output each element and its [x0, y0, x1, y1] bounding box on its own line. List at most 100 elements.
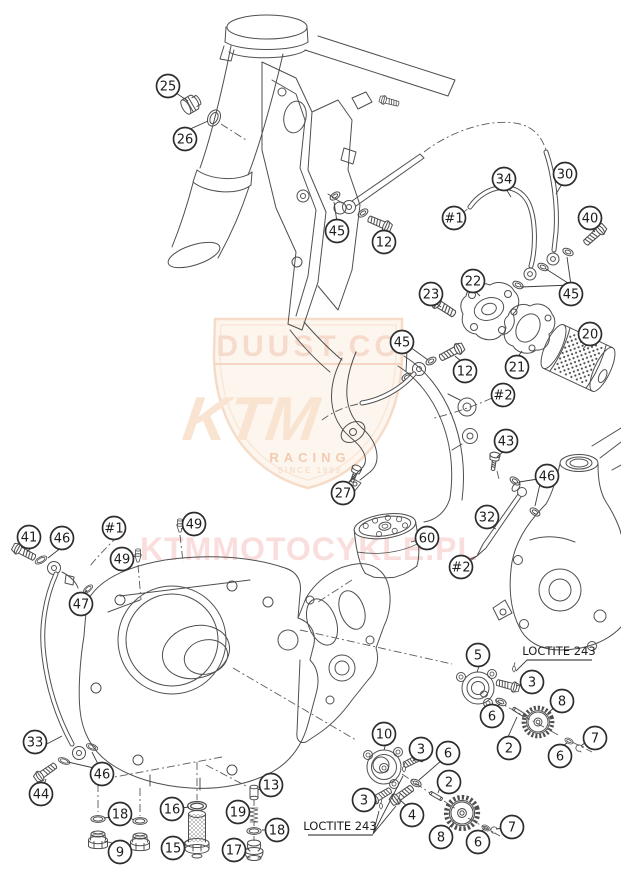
svg-text:22: 22	[465, 275, 482, 290]
svg-text:27: 27	[335, 487, 352, 502]
callout-6: 6	[465, 829, 491, 855]
svg-text:3: 3	[360, 794, 368, 809]
callout-27: 27	[330, 480, 356, 506]
callout-33: 33	[22, 729, 48, 755]
svg-text:13: 13	[263, 779, 280, 794]
svg-text:46: 46	[539, 470, 556, 485]
drain-plug-9b	[130, 832, 150, 852]
svg-text:12: 12	[457, 365, 474, 380]
oil-filter-60	[353, 513, 420, 579]
callout-17: 17	[221, 837, 247, 863]
svg-text:49: 49	[186, 518, 203, 533]
svg-text:33: 33	[27, 736, 44, 751]
engine-cases	[78, 556, 391, 791]
callout-8: 8	[428, 824, 454, 850]
svg-text:6: 6	[474, 836, 482, 851]
callout-18: 18	[107, 801, 133, 827]
callout-16: 16	[159, 796, 185, 822]
callout-no1: #1	[101, 515, 127, 541]
watermark-racing-text: RACING	[269, 450, 350, 465]
breather-jets-49	[134, 518, 184, 601]
callout-49: 49	[181, 511, 207, 537]
svg-text:15: 15	[165, 842, 182, 857]
pedal-assembly	[331, 351, 478, 523]
svg-text:16: 16	[164, 803, 181, 818]
svg-text:46: 46	[54, 532, 71, 547]
svg-text:34: 34	[496, 173, 513, 188]
clutch-cover	[492, 427, 621, 651]
callout-8: 8	[549, 688, 575, 714]
callout-32: 32	[474, 504, 500, 530]
callout-12: 12	[371, 229, 397, 255]
callout-no2: #2	[490, 382, 516, 408]
callout-6: 6	[547, 743, 573, 769]
callout-44: 44	[28, 781, 54, 807]
callout-3: 3	[408, 736, 434, 762]
svg-text:25: 25	[160, 80, 177, 95]
svg-text:45: 45	[394, 336, 411, 351]
svg-text:20: 20	[582, 328, 599, 343]
svg-text:32: 32	[479, 511, 496, 526]
svg-text:19: 19	[230, 806, 247, 821]
callout-no2: #2	[448, 554, 474, 580]
callout-19: 19	[225, 799, 251, 825]
svg-text:9: 9	[116, 846, 124, 861]
svg-text:43: 43	[498, 435, 515, 450]
callout-49: 49	[109, 546, 135, 572]
svg-text:41: 41	[21, 531, 38, 546]
svg-text:12: 12	[376, 236, 393, 251]
svg-text:23: 23	[423, 288, 440, 303]
callout-30: 30	[552, 161, 578, 187]
svg-text:5: 5	[474, 649, 482, 664]
svg-text:30: 30	[557, 168, 574, 183]
pin-13	[249, 784, 259, 801]
svg-text:7: 7	[508, 821, 516, 836]
callout-7: 7	[582, 725, 608, 751]
callout-22: 22	[460, 268, 486, 294]
svg-text:49: 49	[114, 553, 131, 568]
oil-pump-5	[299, 629, 593, 753]
svg-text:45: 45	[563, 288, 580, 303]
svg-text:46: 46	[94, 768, 111, 783]
svg-text:6: 6	[488, 710, 496, 725]
oil-strainer-15	[184, 810, 210, 859]
callout-7: 7	[499, 814, 525, 840]
svg-text:47: 47	[73, 598, 90, 613]
callout-41: 41	[16, 524, 42, 550]
watermark-layer: DUUST.CO KTM RACING SINCE 1999 KTMMOTOCY…	[140, 317, 477, 567]
ktm-shield-watermark	[212, 317, 404, 490]
callout-25: 25	[155, 73, 181, 99]
callout-45: 45	[389, 329, 415, 355]
watermark-since-text: SINCE 1999	[278, 466, 342, 475]
filter-cover-22	[460, 282, 520, 341]
svg-text:18: 18	[269, 824, 286, 839]
loctite-label-bottom: LOCTITE 243	[303, 819, 376, 833]
svg-text:21: 21	[509, 361, 526, 376]
callout-12: 12	[452, 358, 478, 384]
callout-40: 40	[577, 205, 603, 231]
callout-45: 45	[324, 218, 350, 244]
svg-text:#1: #1	[444, 212, 463, 227]
callout-45: 45	[558, 281, 584, 307]
loctite-label-top: LOCTITE 243	[522, 644, 595, 658]
callout-2: 2	[436, 769, 462, 795]
callout-46: 46	[89, 761, 115, 787]
screw-43-washers-46	[487, 451, 542, 519]
callout-6: 6	[435, 740, 461, 766]
callout-4: 4	[399, 802, 425, 828]
callout-6: 6	[479, 703, 505, 729]
callout-3: 3	[519, 669, 545, 695]
drain-plug-9a	[88, 830, 108, 850]
text-label-layer: LOCTITE 243 LOCTITE 243	[303, 644, 596, 836]
callout-2: 2	[496, 735, 522, 761]
callout-46: 46	[534, 463, 560, 489]
svg-text:18: 18	[112, 808, 129, 823]
o-ring-18a	[90, 815, 106, 823]
svg-text:#1: #1	[104, 522, 123, 537]
callout-no1: #1	[441, 205, 467, 231]
oil-hose-34	[460, 185, 537, 281]
svg-text:6: 6	[444, 747, 452, 762]
callout-60: 60	[414, 525, 440, 551]
